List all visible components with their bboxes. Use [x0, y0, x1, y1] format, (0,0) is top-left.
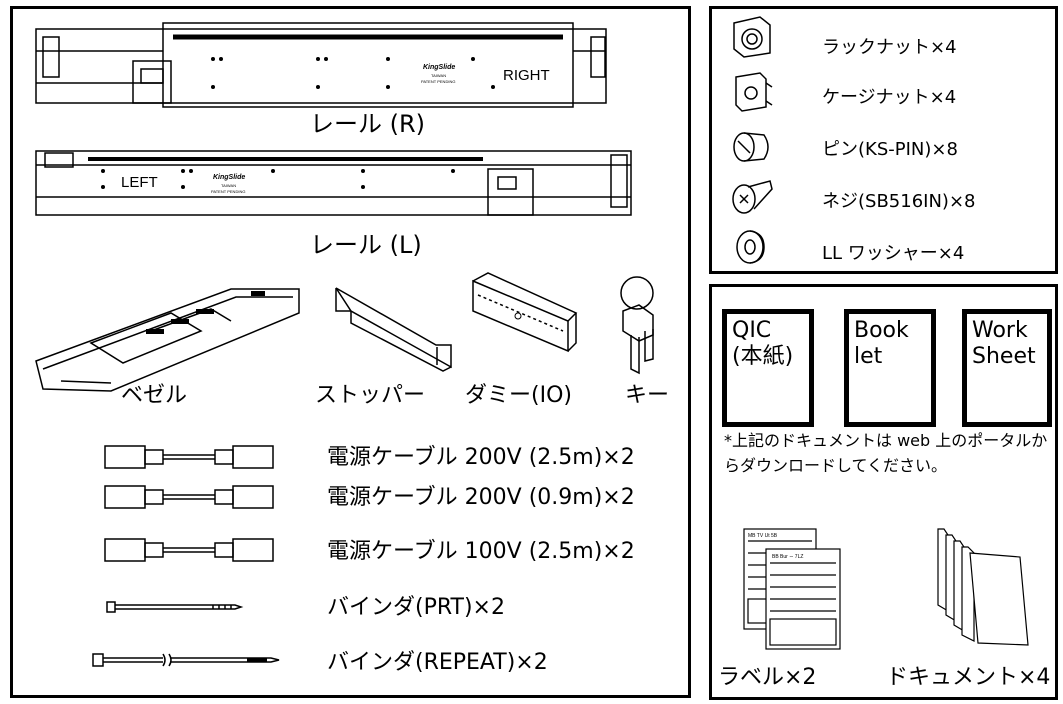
rack-nut-icon	[733, 16, 771, 58]
power-cable-2-icon	[104, 485, 274, 509]
cable-tie-long-icon	[92, 653, 280, 667]
cable-tie-icon	[106, 601, 244, 613]
rack-nut-label: ラックナット×4	[822, 37, 957, 58]
screw-icon	[732, 180, 773, 214]
worksheet-doc-line1: Work	[972, 318, 1028, 343]
rail-right-sub2: PATENT PENDING	[421, 79, 455, 84]
documents-label: ドキュメント×4	[886, 665, 1051, 690]
rail-left-sub1: TAIWAN	[221, 183, 236, 188]
worksheet-doc-box: Work Sheet	[962, 309, 1052, 427]
bezel-label: ベゼル	[121, 383, 188, 408]
cage-nut-label: ケージナット×4	[822, 87, 957, 108]
power-cable-1-label: 電源ケーブル 200V (2.5m)×2	[327, 445, 635, 470]
power-cable-2-label: 電源ケーブル 200V (0.9m)×2	[327, 485, 635, 510]
rail-left-icon: LEFT KingSlide TAIWAN PATENT PENDING	[35, 150, 632, 216]
rail-left-side-text: LEFT	[121, 174, 158, 191]
rail-right-label: レール (R)	[310, 110, 426, 138]
qic-doc-box: QIC (本紙)	[722, 309, 814, 427]
qic-doc-line1: QIC	[732, 318, 772, 343]
dummy-io-label: ダミー(IO)	[465, 383, 572, 408]
power-cable-3-icon	[104, 538, 274, 562]
washer-icon	[736, 230, 765, 264]
main-contents-panel: KingSlide TAIWAN PATENT PENDING RIGHT レー…	[10, 6, 691, 698]
pin-label: ピン(KS-PIN)×8	[822, 139, 958, 160]
download-note: *上記のドキュメントは web 上のポータルからダウンロードしてください。	[724, 431, 1048, 475]
label-sheet-icon: MB TV Ut 5B BB Bur ∽ 7LZ	[743, 528, 841, 650]
qic-doc-line2: (本紙)	[732, 343, 794, 369]
rail-right-brand: KingSlide	[423, 64, 455, 71]
small-parts-panel: ラックナット×4 ケージナット×4 ピン(KS-PIN)×8 ネジ(SB516I…	[709, 6, 1058, 274]
binder-repeat-label: バインダ(REPEAT)×2	[327, 650, 548, 675]
label-sheet-tag2: BB Bur ∽ 7LZ	[772, 554, 803, 560]
dummy-io-icon	[472, 272, 578, 353]
pin-icon	[733, 132, 769, 162]
booklet-doc-box: Book let	[844, 309, 936, 427]
rail-right-side-text: RIGHT	[503, 67, 550, 84]
key-icon	[620, 276, 654, 375]
key-label: キー	[625, 383, 670, 408]
screw-label: ネジ(SB516IN)×8	[822, 191, 976, 212]
washer-label: LL ワッシャー×4	[822, 243, 965, 264]
stopper-label: ストッパー	[315, 383, 426, 408]
documents-panel: QIC (本紙) Book let Work Sheet *上記のドキュメントは…	[709, 284, 1058, 700]
cage-nut-icon	[735, 72, 773, 112]
power-cable-1-icon	[104, 445, 274, 469]
rail-left-brand: KingSlide	[213, 174, 245, 181]
rail-right-icon: KingSlide TAIWAN PATENT PENDING RIGHT	[35, 22, 607, 108]
rail-right-sub1: TAIWAN	[431, 73, 446, 78]
bezel-icon	[35, 288, 300, 392]
binder-prt-label: バインダ(PRT)×2	[327, 595, 505, 620]
power-cable-3-label: 電源ケーブル 100V (2.5m)×2	[327, 539, 635, 564]
booklet-doc-line2: let	[854, 343, 883, 369]
document-stack-icon	[937, 528, 1029, 646]
label-sheet-label: ラベル×2	[718, 665, 817, 690]
label-sheet-tag1: MB TV Ut 5B	[748, 533, 778, 539]
stopper-icon	[335, 287, 452, 372]
rail-left-label: レール (L)	[310, 231, 422, 259]
rail-left-sub2: PATENT PENDING	[211, 189, 245, 194]
worksheet-doc-line2: Sheet	[972, 343, 1036, 369]
booklet-doc-line1: Book	[854, 318, 909, 343]
